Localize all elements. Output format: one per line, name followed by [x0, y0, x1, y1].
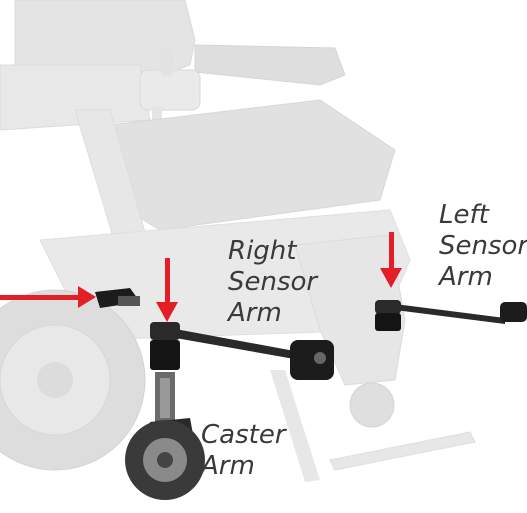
left-sensor-arm-label: Left Sensor Arm — [439, 200, 527, 292]
arrow-side-bracket — [0, 286, 96, 308]
right-sensor-arm-part — [150, 322, 334, 380]
side-sensor-bracket — [95, 288, 140, 308]
left-sensor-arm-part — [375, 300, 527, 331]
caster-arm-part — [125, 372, 205, 500]
arrow-right-sensor — [156, 258, 178, 322]
wheelchair-faded-illustration — [0, 0, 476, 482]
right-sensor-arm-label: Right Sensor Arm — [228, 236, 318, 328]
caster-arm-label: Caster Arm — [201, 420, 286, 481]
arrow-left-sensor — [380, 232, 402, 288]
